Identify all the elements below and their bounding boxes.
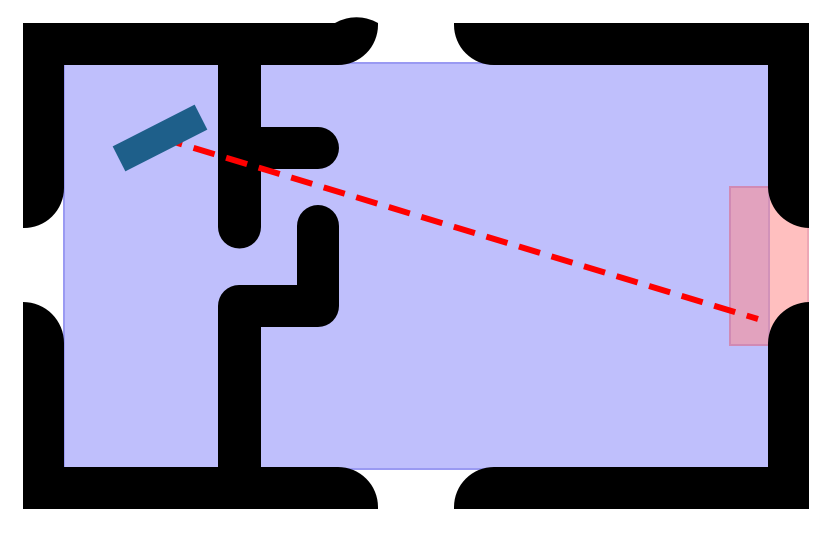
planned-path-line xyxy=(160,135,759,322)
wall-bottom-right xyxy=(454,302,809,509)
wall-interior-lower xyxy=(218,205,339,467)
wall-interior-upper xyxy=(218,65,339,249)
wall-top-right xyxy=(454,23,809,228)
maze-walls xyxy=(23,17,809,509)
robot-agent xyxy=(112,104,208,172)
wall-bottom-left xyxy=(23,302,378,509)
wall-top-left xyxy=(23,17,378,229)
